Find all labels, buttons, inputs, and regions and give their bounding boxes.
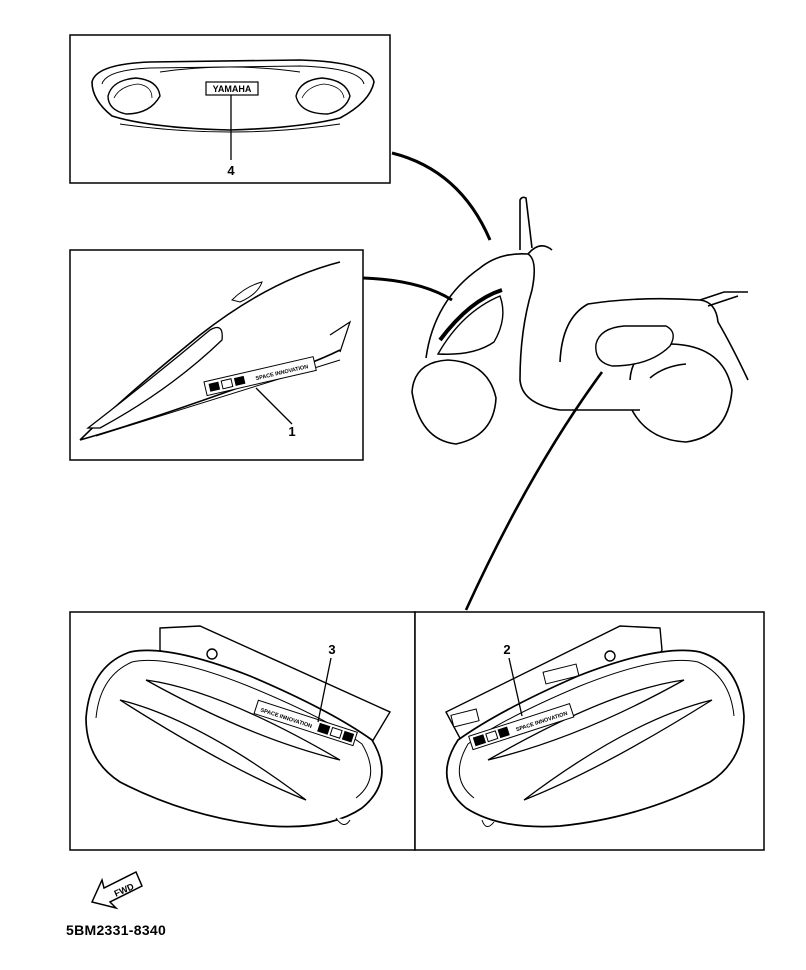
callout-2: 2	[503, 642, 510, 657]
callout-4: 4	[227, 163, 235, 178]
fwd-arrow-icon: FWD	[90, 870, 143, 910]
callout-3: 3	[328, 642, 335, 657]
diagram-code: 5BM2331-8340	[66, 922, 167, 938]
yamaha-emblem-text: YAMAHA	[213, 84, 252, 94]
side-cover-right: SPACE INNOVATION	[445, 625, 745, 828]
side-covers-panel: SPACE INNOVATION 3 SPACE INNOVATION	[69, 611, 765, 851]
yamaha-emblem	[205, 81, 259, 96]
front-emblem-panel: YAMAHA 4	[69, 34, 391, 184]
scooter-silhouette	[411, 196, 749, 445]
side-cover-left: SPACE INNOVATION	[85, 625, 392, 828]
front-stripe-panel: SPACE INNOVATION 1	[69, 249, 364, 461]
callout-1: 1	[288, 424, 295, 439]
